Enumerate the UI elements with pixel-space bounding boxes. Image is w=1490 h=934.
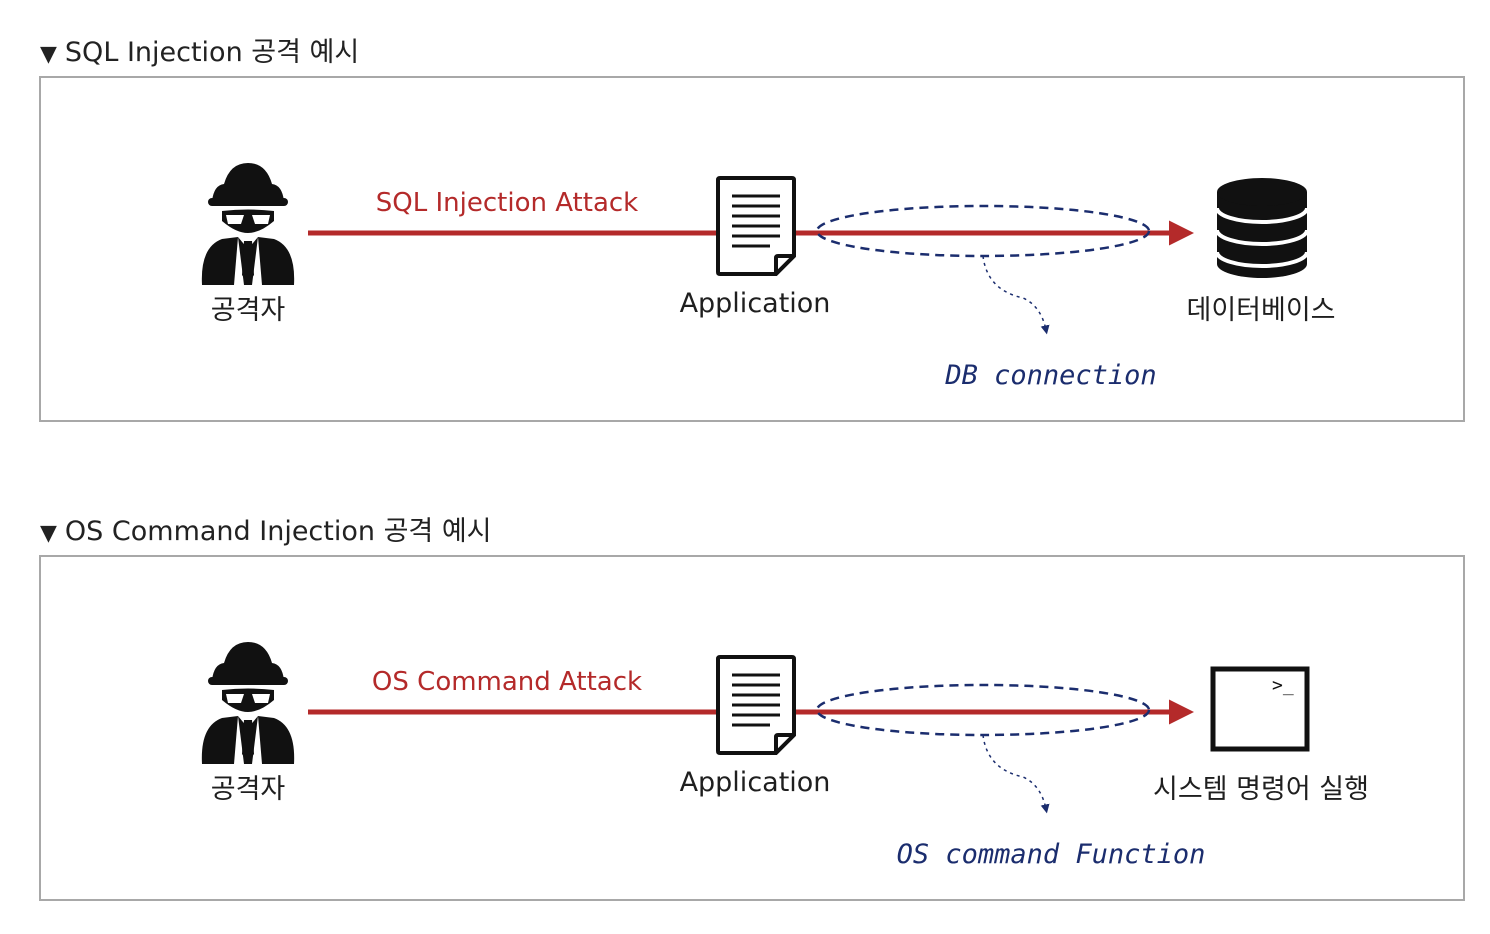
os-diagram-graphics <box>201 642 1310 814</box>
collapse-triangle-icon: ▼ <box>40 521 57 546</box>
attack-label: SQL Injection Attack <box>375 188 639 218</box>
application-label: Application <box>679 288 831 319</box>
attacker-label: 공격자 <box>210 295 286 326</box>
document-icon <box>716 176 796 276</box>
sql-injection-diagram: 공격자 SQL Injection Attack Application 데이터… <box>39 76 1465 422</box>
connection-pointer <box>982 255 1050 335</box>
attack-label: OS Command Attack <box>371 667 643 697</box>
attacker-label: 공격자 <box>210 774 286 805</box>
database-label: 데이터베이스 <box>1186 295 1336 326</box>
sql-section-heading-text: SQL Injection 공격 예시 <box>64 37 360 68</box>
os-section-heading: ▼ OS Command Injection 공격 예시 <box>40 509 492 548</box>
database-icon <box>1215 178 1309 278</box>
application-label: Application <box>679 767 831 798</box>
document-icon <box>716 655 796 755</box>
connection-label: OS command Function <box>896 839 1206 870</box>
sql-diagram-graphics <box>201 163 1309 335</box>
hacker-icon <box>201 642 295 764</box>
terminal-prompt: >_ <box>1272 675 1294 696</box>
os-section-heading-text: OS Command Injection 공격 예시 <box>64 516 492 547</box>
connection-label: DB connection <box>945 360 1157 391</box>
os-command-injection-diagram: >_ 공격자 OS Command Attack Application 시스템… <box>39 555 1465 901</box>
collapse-triangle-icon: ▼ <box>40 42 57 67</box>
hacker-icon <box>201 163 295 285</box>
system-command-label: 시스템 명령어 실행 <box>1153 774 1369 805</box>
terminal-icon <box>1210 666 1310 752</box>
connection-pointer <box>982 734 1050 814</box>
sql-section-heading: ▼ SQL Injection 공격 예시 <box>40 30 359 69</box>
